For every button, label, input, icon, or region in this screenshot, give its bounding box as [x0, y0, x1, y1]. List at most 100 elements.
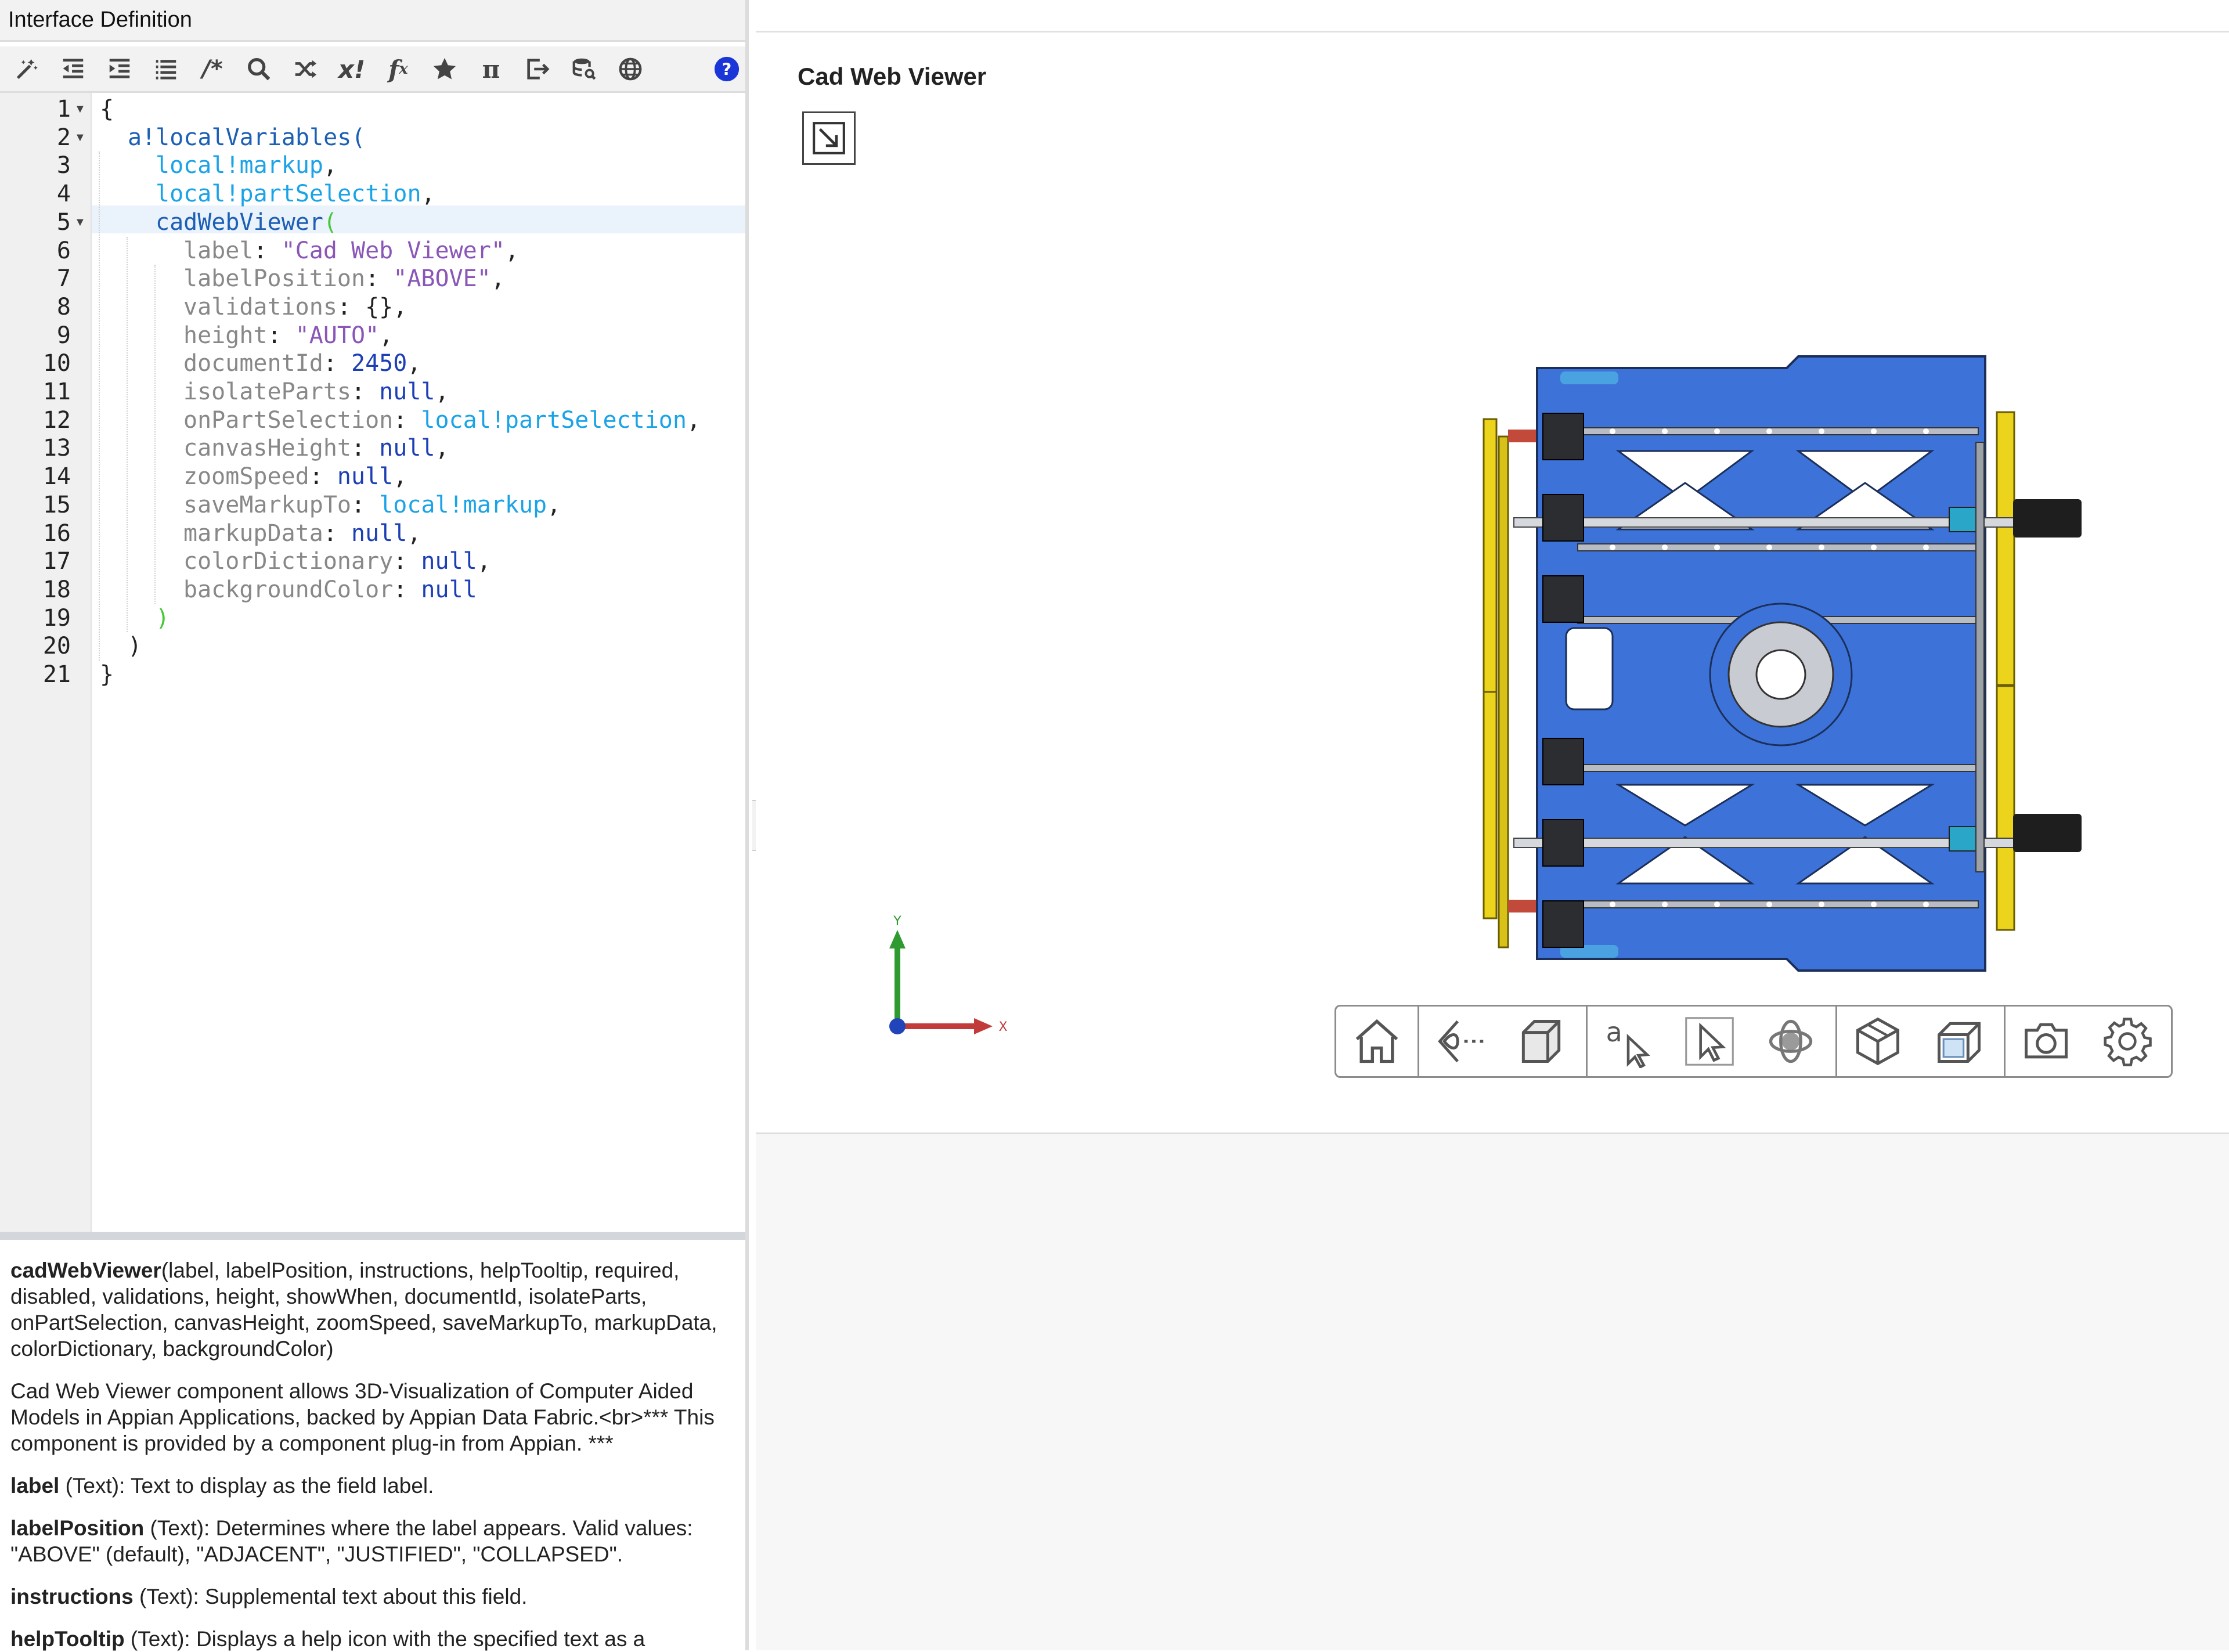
param-name: label — [10, 1474, 60, 1498]
fold-toggle-icon[interactable]: ▼ — [74, 103, 86, 116]
code-line: labelPosition: "ABOVE", — [183, 265, 505, 293]
right-rail-lower — [1996, 685, 2015, 931]
code-token: validations — [183, 293, 337, 320]
code-token: : — [351, 378, 380, 405]
favorite-star-icon[interactable] — [427, 52, 462, 86]
param-description: (Text): Text to display as the field lab… — [59, 1474, 434, 1498]
variable-icon[interactable]: x! — [338, 55, 366, 84]
line-number: 2 — [56, 124, 71, 151]
select-pointer-icon[interactable] — [1669, 1007, 1750, 1076]
code-line: a!localVariables( — [128, 124, 365, 152]
code-token: 2450 — [351, 350, 407, 377]
fold-toggle-icon[interactable]: ▼ — [74, 131, 86, 144]
code-token: null — [421, 576, 477, 603]
code-token: backgroundColor — [183, 576, 394, 603]
code-token: a!localVariables( — [128, 124, 366, 151]
y-axis-arrow — [889, 930, 906, 948]
code-token: : — [393, 406, 421, 434]
code-line: cadWebViewer( — [156, 208, 337, 237]
code-token: local!markup — [156, 152, 323, 179]
code-token: : — [351, 435, 380, 462]
line-number: 11 — [42, 378, 71, 405]
code-token: : — [351, 491, 380, 518]
line-number: 1 — [56, 96, 71, 122]
code-token: label — [183, 237, 254, 264]
axis-x-label: X — [998, 1020, 1007, 1034]
code-token: : — [323, 520, 351, 547]
list-icon[interactable] — [149, 52, 183, 86]
function-documentation: cadWebViewer(label, labelPosition, instr… — [0, 1240, 745, 1651]
code-token: : — [365, 265, 394, 293]
code-token: : — [253, 237, 282, 264]
code-token: , — [490, 265, 505, 293]
code-token: } — [100, 661, 114, 688]
left-window — [1565, 627, 1614, 710]
line-number: 10 — [42, 350, 71, 377]
code-token: saveMarkupTo — [183, 491, 351, 518]
line-number: 3 — [56, 152, 71, 179]
explode-parts-icon[interactable] — [1837, 1007, 1918, 1076]
globe-icon[interactable] — [613, 52, 648, 86]
view-direction-icon[interactable] — [1419, 1007, 1501, 1076]
indent-guide — [127, 236, 128, 633]
code-token: , — [421, 181, 435, 208]
code-token: , — [323, 152, 338, 179]
code-token: , — [379, 322, 394, 349]
code-token: documentId — [183, 350, 323, 377]
section-box-icon[interactable] — [1918, 1007, 2000, 1076]
code-token: isolateParts — [183, 378, 351, 405]
line-number: 13 — [42, 435, 71, 462]
preview-top-bar — [756, 0, 2229, 33]
code-line: documentId: 2450, — [183, 349, 421, 378]
code-token: : {}, — [337, 293, 407, 320]
code-line: { — [100, 95, 114, 124]
outdent-icon[interactable] — [56, 52, 91, 86]
code-line: validations: {}, — [183, 293, 407, 322]
cad-model-view[interactable] — [1473, 326, 2092, 1007]
shuffle-icon[interactable] — [288, 52, 323, 86]
line-number: 6 — [56, 237, 71, 264]
annotation-icon[interactable]: a — [1588, 1007, 1669, 1076]
code-token: : — [393, 548, 421, 575]
left-rail-inner — [1498, 435, 1509, 948]
pane-resize-bar[interactable] — [0, 1232, 745, 1240]
line-number: 18 — [42, 576, 71, 603]
code-line: ) — [156, 604, 169, 633]
settings-gear-icon[interactable] — [2087, 1007, 2168, 1076]
comment-icon[interactable]: /* — [202, 56, 223, 82]
camera-icon[interactable] — [2006, 1007, 2087, 1076]
expand-viewer-button[interactable] — [802, 111, 856, 165]
code-token: local!partSelection — [156, 181, 421, 208]
data-search-icon[interactable] — [567, 52, 601, 86]
code-token: , — [435, 378, 449, 405]
constant-pi-icon[interactable]: π — [482, 55, 500, 84]
line-number: 20 — [42, 633, 71, 660]
code-token: null — [379, 435, 435, 462]
signature-params: (label, labelPosition, instructions, hel… — [10, 1258, 717, 1361]
code-token: ) — [156, 604, 170, 632]
motor-upper — [2013, 499, 2082, 538]
bearing-blocks — [1542, 413, 1584, 948]
orbit-icon[interactable] — [1750, 1007, 1831, 1076]
tab-top — [1560, 371, 1618, 384]
code-line: local!markup, — [156, 152, 337, 180]
indent-icon[interactable] — [102, 52, 137, 86]
line-number: 7 — [56, 265, 71, 293]
code-line: local!partSelection, — [156, 180, 435, 208]
fold-toggle-icon[interactable]: ▼ — [74, 215, 86, 229]
export-icon[interactable] — [520, 52, 555, 86]
code-token: null — [421, 548, 477, 575]
code-token: , — [407, 350, 421, 377]
code-line: colorDictionary: null, — [183, 547, 491, 576]
help-icon[interactable]: ? — [709, 52, 744, 86]
home-icon[interactable] — [1336, 1007, 1418, 1076]
search-icon[interactable] — [241, 52, 276, 86]
format-icon[interactable] — [9, 52, 44, 86]
right-rod — [1975, 442, 1985, 872]
cube-view-icon[interactable] — [1501, 1007, 1582, 1076]
code-token: null — [351, 520, 407, 547]
code-token: height — [183, 322, 268, 349]
line-number: 8 — [56, 293, 71, 320]
